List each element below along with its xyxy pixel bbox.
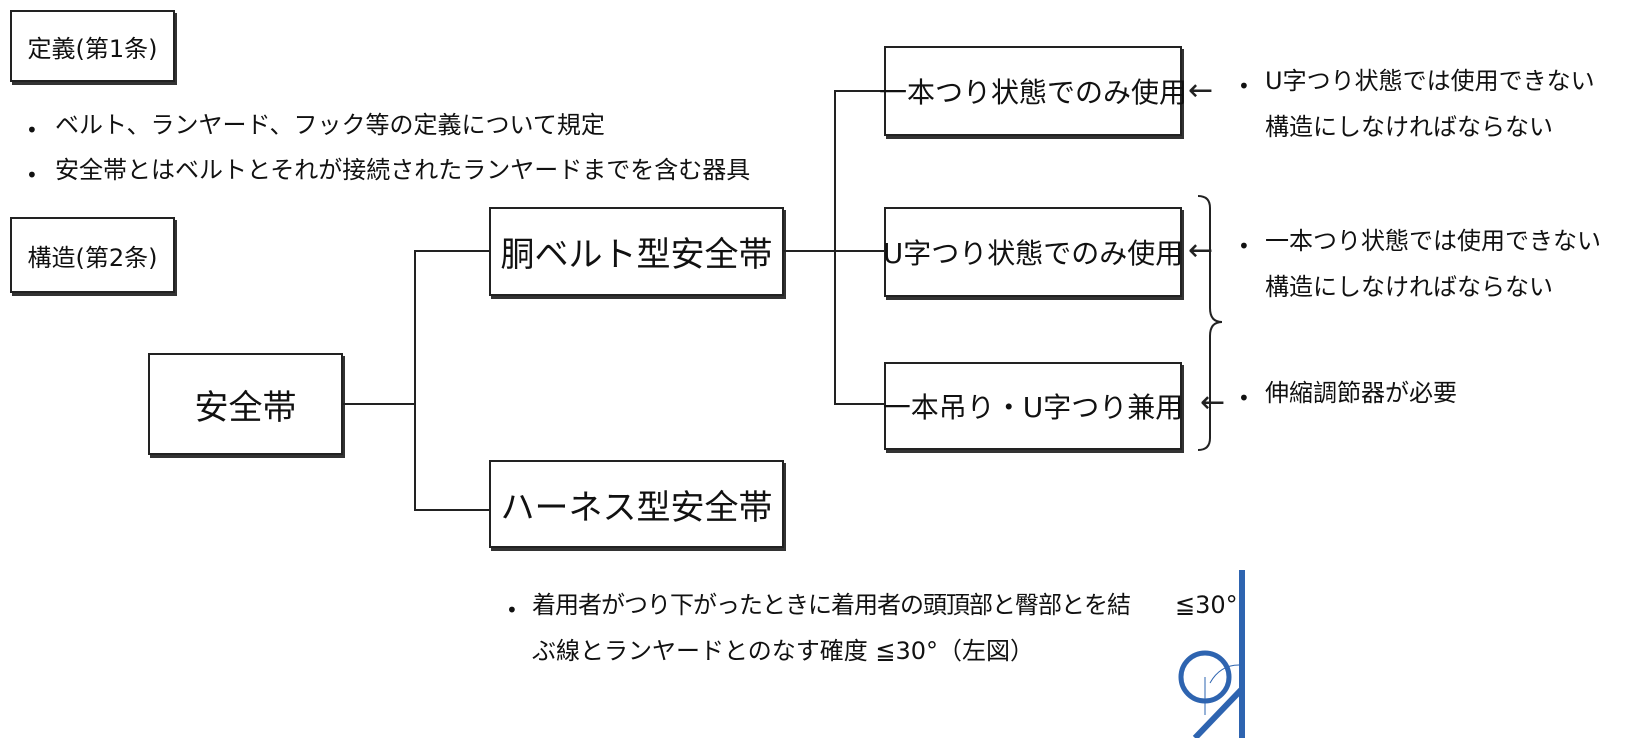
harness-note-line1: 着用者がつり下がったときに着用者の頭頂部と臀部とを結 — [532, 591, 1131, 619]
u-hook-node: U字つり状態でのみ使用 — [882, 207, 1184, 297]
connector — [414, 250, 489, 252]
node-label: 一本つり状態でのみ使用 — [879, 76, 1188, 109]
belt-type-label: 胴ベルト型安全帯 — [500, 235, 773, 275]
structure-title-box: 構造(第2条) — [10, 217, 175, 293]
single-hook-node: 一本つり状態でのみ使用 — [879, 46, 1187, 136]
bullet: • — [506, 598, 518, 622]
definition-bullet-1: ベルト、ランヤード、フック等の定義について規定 — [55, 111, 605, 139]
note1-line1: U字つり状態では使用できない — [1265, 67, 1595, 95]
root-label: 安全帯 — [194, 387, 297, 428]
definition-title-box: 定義(第1条) — [10, 10, 175, 82]
connector — [834, 403, 884, 405]
figure-angle-label: ≦30° — [1175, 591, 1238, 619]
definition-title: 定義(第1条) — [27, 34, 158, 63]
harness-note-line2: ぶ線とランヤードとのなす確度 ≦30°（左図） — [532, 637, 1035, 665]
harness-angle-figure — [1178, 570, 1245, 738]
arrow-left-icon: ← — [1188, 233, 1214, 268]
connector — [834, 90, 836, 405]
connector — [414, 509, 489, 511]
note1-line2: 構造にしなければならない — [1265, 113, 1553, 141]
bullet: • — [1238, 386, 1250, 410]
arrow-left-icon: ← — [1200, 385, 1226, 420]
bullet: • — [26, 118, 38, 142]
combined-node: 一本吊り・U字つり兼用 — [882, 362, 1184, 450]
note3: 伸縮調節器が必要 — [1265, 379, 1457, 407]
bullet: • — [1238, 234, 1250, 258]
bullet: • — [26, 163, 38, 187]
note2-line2: 構造にしなければならない — [1265, 273, 1553, 301]
brace-icon — [1197, 195, 1223, 451]
connector — [414, 250, 416, 511]
connector — [343, 403, 416, 405]
arrow-left-icon: ← — [1188, 73, 1214, 108]
node-label: 一本吊り・U字つり兼用 — [882, 391, 1184, 424]
belt-type-node: 胴ベルト型安全帯 — [489, 207, 784, 296]
node-label: U字つり状態でのみ使用 — [882, 237, 1184, 270]
structure-title: 構造(第2条) — [27, 243, 158, 272]
root-node: 安全帯 — [148, 353, 343, 455]
harness-type-node: ハーネス型安全帯 — [489, 460, 784, 548]
definition-bullet-2: 安全帯とはベルトとそれが接続されたランヤードまでを含む器具 — [55, 156, 751, 184]
bullet: • — [1238, 74, 1250, 98]
note2-line1: 一本つり状態では使用できない — [1265, 227, 1601, 255]
connector — [834, 90, 884, 92]
harness-type-label: ハーネス型安全帯 — [500, 487, 773, 528]
